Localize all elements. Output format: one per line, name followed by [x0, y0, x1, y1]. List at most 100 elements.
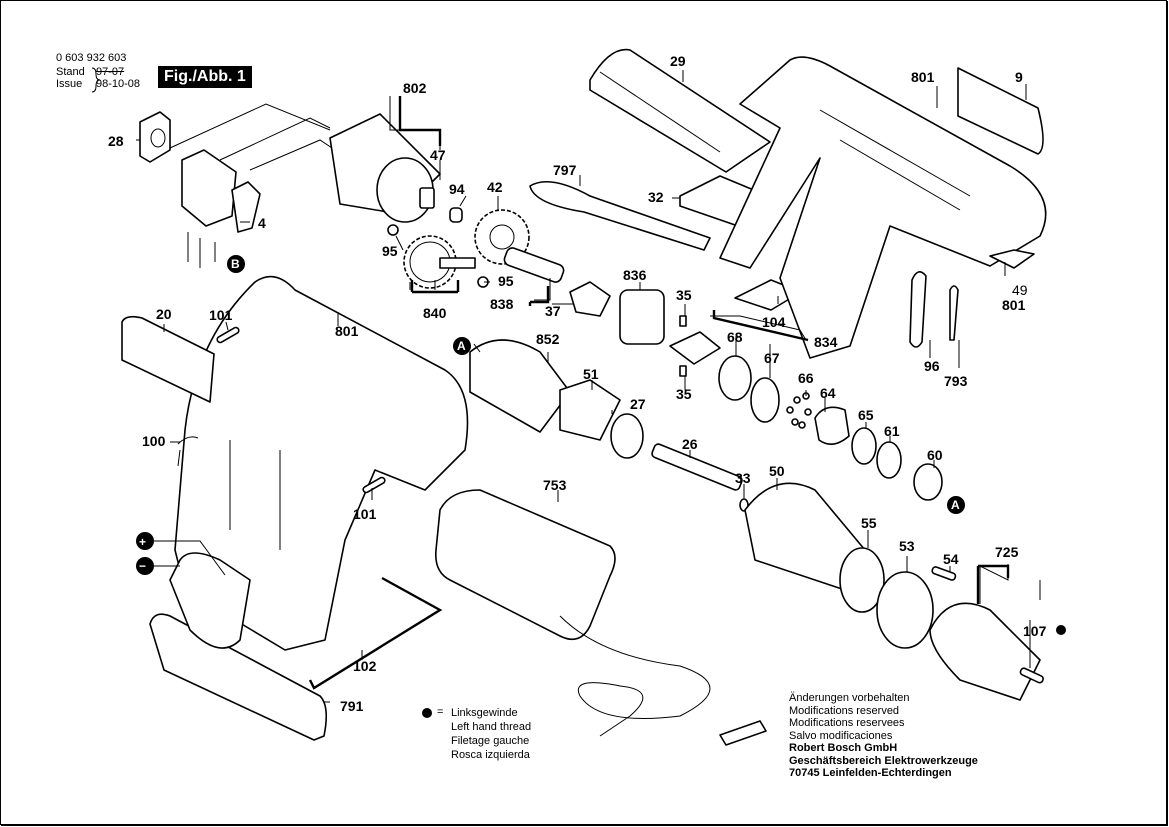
label-part-55: 55: [861, 515, 877, 531]
label-part-753: 753: [543, 477, 567, 493]
label-part-28: 28: [108, 133, 124, 149]
part-35-pin: [679, 315, 687, 327]
label-part-29: 29: [670, 53, 686, 69]
svg-text:A: A: [457, 339, 466, 353]
svg-text:A: A: [951, 498, 960, 512]
label-part-101-top: 101: [209, 307, 233, 323]
document-number: 0 603 932 603: [56, 52, 127, 64]
label-part-51: 51: [583, 366, 599, 382]
label-part-33: 33: [735, 470, 751, 486]
legend-line-es: Rosca izquierda: [451, 749, 530, 761]
label-part-836: 836: [623, 267, 647, 283]
legend-line-en: Left hand thread: [451, 721, 532, 733]
label-part-20: 20: [156, 306, 172, 322]
label-part-100: 100: [142, 433, 166, 449]
footer-division: Geschäftsbereich Elektrowerkzeuge: [789, 754, 978, 767]
part-55-plate: [839, 547, 885, 613]
part-28-end-cap: [139, 111, 171, 163]
footer-address: 70745 Leinfelden-Echterdingen: [789, 767, 952, 779]
part-834-spindle: [669, 331, 721, 365]
label-part-9: 9: [1015, 69, 1023, 85]
label-part-35-bottom: 35: [676, 386, 692, 402]
label-part-107: 107: [1023, 623, 1047, 639]
part-95-washer: [387, 224, 399, 236]
label-part-793: 793: [944, 373, 968, 389]
legend-line-de: Linksgewinde: [451, 707, 518, 719]
label-part-35-top: 35: [676, 287, 692, 303]
label-part-42: 42: [487, 179, 503, 195]
label-part-68: 68: [727, 329, 743, 345]
legend-equals: =: [437, 706, 444, 718]
label-part-96: 96: [924, 358, 940, 374]
label-part-791: 791: [340, 698, 364, 714]
part-101-screw-2: [362, 476, 386, 494]
part-852-housing: [469, 339, 571, 433]
part-107-screw: [1019, 667, 1044, 684]
label-part-67: 67: [764, 350, 780, 366]
issue-label: Issue: [56, 78, 83, 90]
part-20-label: [121, 315, 215, 403]
part-54-screw: [931, 566, 957, 581]
label-part-104: 104: [762, 314, 786, 330]
part-102-clip: [308, 576, 443, 690]
part-26-shaft: [651, 443, 743, 491]
stand-value-crossed-out: 97-07: [96, 66, 125, 78]
footer-line-de: Änderungen vorbehalten: [789, 692, 910, 704]
part-27-bearing: [610, 413, 644, 459]
footer-company: Robert Bosch GmbH: [789, 742, 898, 754]
label-part-47: 47: [430, 147, 446, 163]
part-4-switch: [181, 149, 261, 268]
part-101-screw: [216, 326, 240, 344]
part-53-chuck-jaw-ring: [876, 571, 934, 649]
left-hand-thread-legend: Linksgewinde Left hand thread Filetage g…: [451, 706, 531, 762]
part-793-pin: [949, 285, 959, 341]
label-part-852: 852: [536, 331, 560, 347]
label-part-102: 102: [353, 658, 377, 674]
label-part-26: 26: [682, 436, 698, 452]
label-part-801-top: 801: [911, 69, 935, 85]
part-840-gear: [403, 235, 476, 289]
part-37-carrier: [569, 281, 611, 317]
part-65-bearing: [851, 427, 877, 465]
leader-lines: [136, 70, 1041, 703]
label-part-95-a: 95: [382, 243, 398, 259]
part-35-pin-2: [679, 365, 687, 377]
marker-b: B: [227, 255, 245, 273]
label-part-66: 66: [798, 370, 814, 386]
label-part-801-left: 801: [335, 323, 359, 339]
part-49-clip: [989, 249, 1035, 269]
figure-label: Fig./Abb. 1: [158, 66, 252, 88]
label-part-27: 27: [630, 396, 646, 412]
label-part-60: 60: [927, 447, 943, 463]
label-part-37: 37: [545, 303, 561, 319]
footer-line-en: Modifications reserved: [789, 704, 900, 717]
label-part-797: 797: [553, 162, 577, 178]
part-61-ring: [876, 441, 902, 479]
footer-line-fr: Modifications reservees: [789, 717, 905, 729]
label-part-32: 32: [648, 189, 664, 205]
wire-lead: [169, 103, 331, 149]
marker-a-right: A: [947, 496, 965, 514]
part-836-ring-gear: [619, 289, 665, 345]
brace-icon: [91, 67, 101, 93]
svg-text:+: +: [139, 535, 146, 549]
part-64-clutch: [814, 406, 850, 445]
label-part-65: 65: [858, 407, 874, 423]
footer-notice: Änderungen vorbehalten Modifications res…: [789, 692, 978, 780]
label-part-53: 53: [899, 538, 915, 554]
left-hand-thread-legend-dot-icon: [422, 708, 432, 718]
legend-line-fr: Filetage gauche: [451, 735, 530, 747]
label-part-725: 725: [995, 544, 1019, 560]
label-part-801-clip: 801: [1002, 297, 1026, 313]
issue-date: 98-10-08: [96, 78, 141, 90]
part-802-motor: [329, 113, 441, 223]
part-838-shaft: [503, 247, 565, 283]
label-part-838: 838: [490, 296, 514, 312]
label-part-95-b: 95: [498, 273, 514, 289]
svg-text:B: B: [231, 257, 240, 271]
part-66-balls: [786, 392, 812, 429]
plus-terminal-icon: +: [136, 532, 226, 576]
label-part-101-bottom: 101: [353, 506, 377, 522]
label-part-61: 61: [884, 423, 900, 439]
